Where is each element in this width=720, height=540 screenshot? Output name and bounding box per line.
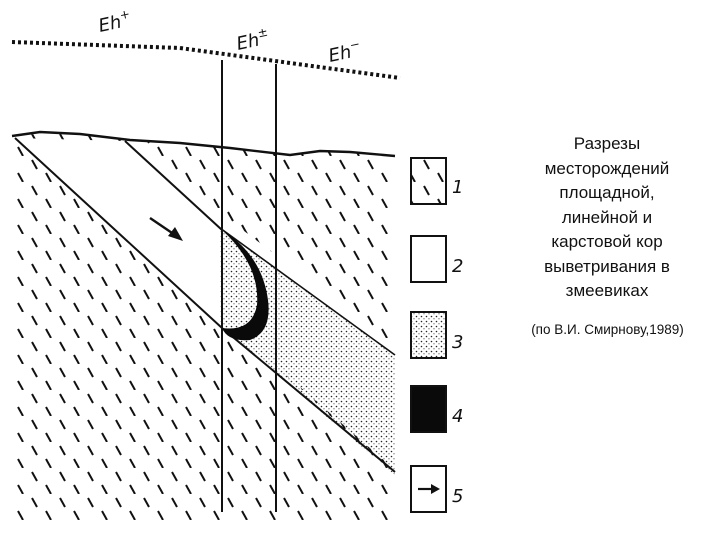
- eh-neutral-label: Eh±: [234, 25, 271, 55]
- legend: 1 2 3 4 5: [411, 158, 463, 512]
- eh-plus-label: Eh+: [96, 7, 133, 37]
- svg-text:2: 2: [452, 256, 463, 277]
- svg-text:1: 1: [452, 177, 463, 198]
- legend-item-2: 2: [411, 236, 463, 282]
- legend-item-5: 5: [411, 466, 463, 512]
- slide-caption-source: (по В.И. Смирнову,1989): [500, 322, 715, 337]
- legend-item-4: 4: [411, 386, 463, 432]
- svg-text:3: 3: [452, 332, 463, 353]
- eh-minus-label: Eh−: [326, 37, 363, 67]
- svg-text:4: 4: [452, 406, 463, 427]
- slide-caption-title: Разрезы месторождений площадной, линейно…: [512, 132, 702, 304]
- legend-item-3: 3: [411, 312, 463, 358]
- svg-text:5: 5: [452, 486, 463, 507]
- legend-item-1: 1: [411, 158, 463, 204]
